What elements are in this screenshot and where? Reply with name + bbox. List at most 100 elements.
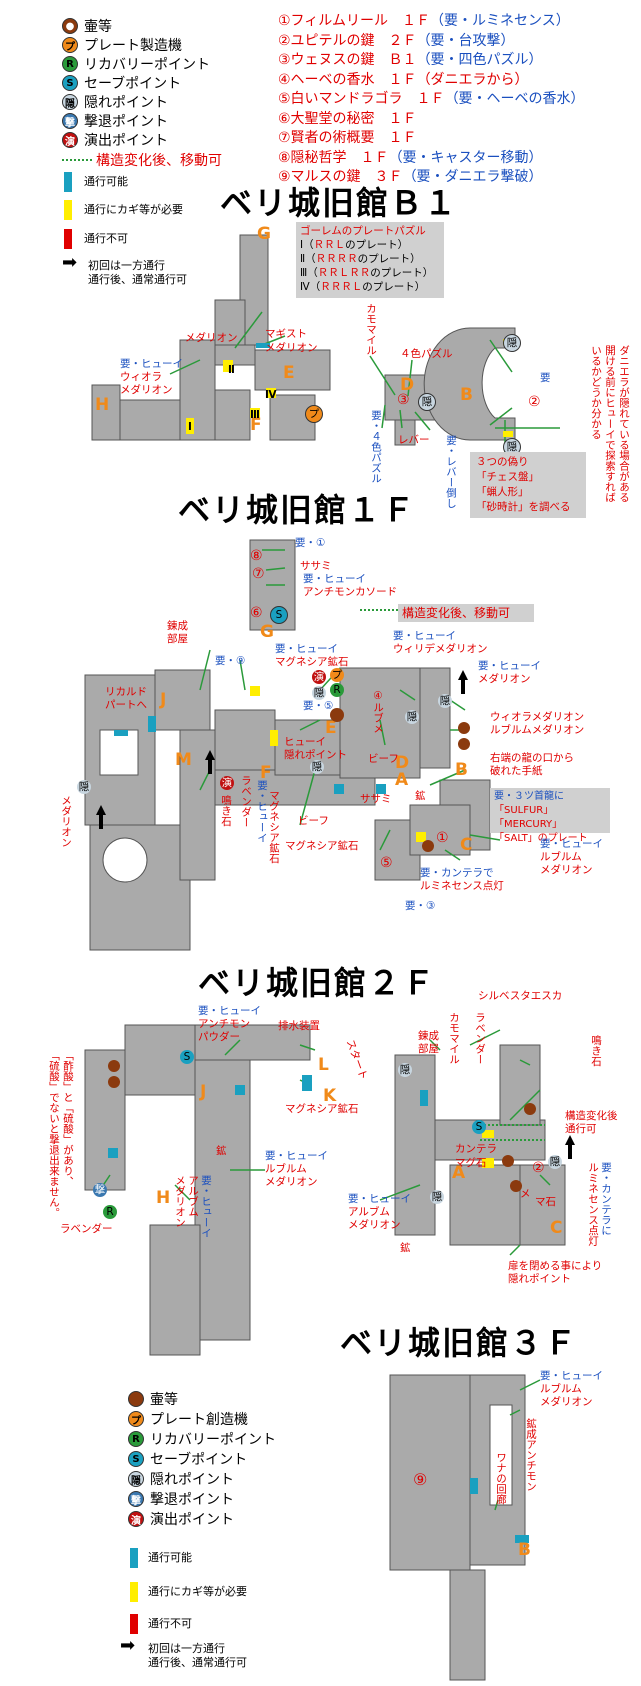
point-5: ⑤ [380,855,393,871]
area-label-g: G [260,622,274,642]
pot-icon [458,738,470,750]
hidden-icon: 隠 [128,1471,144,1487]
legend-item: 隠隠れポイント [62,92,168,112]
repel-icon: 撃 [128,1491,144,1507]
pot-icon [524,1103,536,1115]
point-8: ⑧ [250,548,263,564]
pot-icon [108,1076,120,1088]
blocked-swatch [64,229,72,249]
area-label-c: C [460,835,473,855]
area-label-a: A [452,1163,466,1183]
hidden-icon: 隠 [548,1155,562,1169]
recovery-icon: R [62,56,78,72]
item-row: ①フィルムリール １Ｆ（要・ルミネセンス） [278,13,570,29]
hidden-icon: 隠 [62,94,78,110]
area-label-b: B [455,760,468,780]
hidden-icon: 隠 [418,393,436,411]
plate-machine-icon: プ [128,1411,144,1427]
point-6: ⑥ [250,605,263,621]
event-icon: 演 [128,1511,144,1527]
item-row: ⑧隠秘哲学 １Ｆ（要・キャスター移動） [278,149,543,166]
point-9: ⑨ [413,1470,428,1489]
item-row: ⑤白いマンドラゴラ １Ｆ（要・ヘーベの香水） [278,91,585,107]
area-label-f: F [260,763,272,783]
puzzle-row: Ⅲ（ＲＲＬＲＲのプレート） [300,267,434,279]
hidden-icon: 隠 [430,1190,444,1204]
hidden-icon: 隠 [77,780,91,794]
item-row: ⑦賢者の術概要 １Ｆ [278,130,417,146]
hidden-icon: 隠 [405,710,419,724]
area-label-d: D [400,375,415,395]
gate-iii: Ⅲ [250,409,260,421]
golem-puzzle-box: ゴーレムのプレートパズル Ⅰ（ＲＲＬのプレート） Ⅱ（ＲＲＲＲのプレート） Ⅲ（… [296,222,444,298]
floor-title-2f: ベリ城旧館２Ｆ [198,964,437,1002]
floor-title-b1: ベリ城旧館Ｂ１ [220,184,459,222]
area-label-l: L [318,1055,329,1075]
area-label-c: C [550,1218,563,1238]
point-3: ③ [397,392,410,408]
gate-i: Ⅰ [188,421,192,433]
hidden-icon: 隠 [398,1063,412,1077]
area-label-f: F [250,415,262,435]
arrow-icon: ➡ [120,1635,136,1656]
point-1: ① [436,830,449,846]
area-label-d: D [395,753,410,773]
event-icon: 演 [220,776,234,790]
pot-icon [422,840,434,852]
dotted-line-icon [62,159,92,161]
event-icon: 演 [62,132,78,148]
floor-title-3f: ベリ城旧館３Ｆ [340,1324,579,1362]
pot-icon [108,1060,120,1072]
area-label-k: K [323,1086,337,1106]
item-row: ②ユピテルの鍵 ２Ｆ（要・台攻撃） [278,32,515,49]
area-label-h: H [95,395,110,415]
legend-item: ププレート製造機 [62,35,182,55]
recovery-icon: R [330,683,344,697]
event-icon: 演 [312,670,326,684]
save-icon: S [128,1451,144,1467]
save-icon: S [472,1120,486,1134]
pot-icon [502,1155,514,1167]
legend-item: ●壷等 [62,16,112,36]
legend-item: 撃撃退ポイント [128,1489,234,1509]
hidden-icon: 隠 [312,686,326,700]
legend-item: 撃撃退ポイント [62,111,168,131]
arrow-icon: ➡ [62,252,78,273]
save-icon: S [62,75,78,91]
area-label-m: M [175,750,192,770]
passable-swatch [64,172,72,192]
area-label-e: E [325,718,337,738]
pot-icon [510,1180,522,1192]
pot-icon: ● [62,18,78,34]
fakes-box: ３つの偽り 「チェス盤」 「蝋人形」 「砂時計」を調べる [470,452,586,518]
legend-item: 壷等 [128,1389,178,1409]
blocked-swatch [130,1614,138,1634]
legend-item: 演演出ポイント [128,1509,234,1529]
item-row: ④ヘーベの香水 １Ｆ（ダニエラから） [278,71,529,88]
plate-machine-icon: プ [305,405,323,423]
hidden-icon: 隠 [438,694,452,708]
item-row: ③ウェヌスの鍵 Ｂ１（要・四色パズル） [278,52,543,68]
change-box: 構造変化後、移動可 [398,604,534,622]
plate-machine-icon: プ [330,668,344,682]
area-label-a: A [395,770,409,790]
area-label-j: J [160,690,167,710]
point-2: ② [532,1160,545,1176]
legend-item: ププレート創造機 [128,1409,248,1429]
area-label-b: B [460,385,473,405]
hidden-icon: 隠 [310,760,324,774]
area-label-e: E [283,363,295,383]
puzzle-row: Ⅰ（ＲＲＬのプレート） [300,239,409,251]
hidden-icon: 隠 [503,334,521,352]
legend-item: 演演出ポイント [62,130,168,150]
legend-item: 構造変化後、移動可 [62,150,222,170]
passable-swatch [130,1548,138,1568]
recovery-icon: R [128,1431,144,1447]
key-swatch [64,200,72,220]
puzzle-row: Ⅱ（ＲＲＲＲのプレート） [300,253,421,265]
pot-icon [458,722,470,734]
